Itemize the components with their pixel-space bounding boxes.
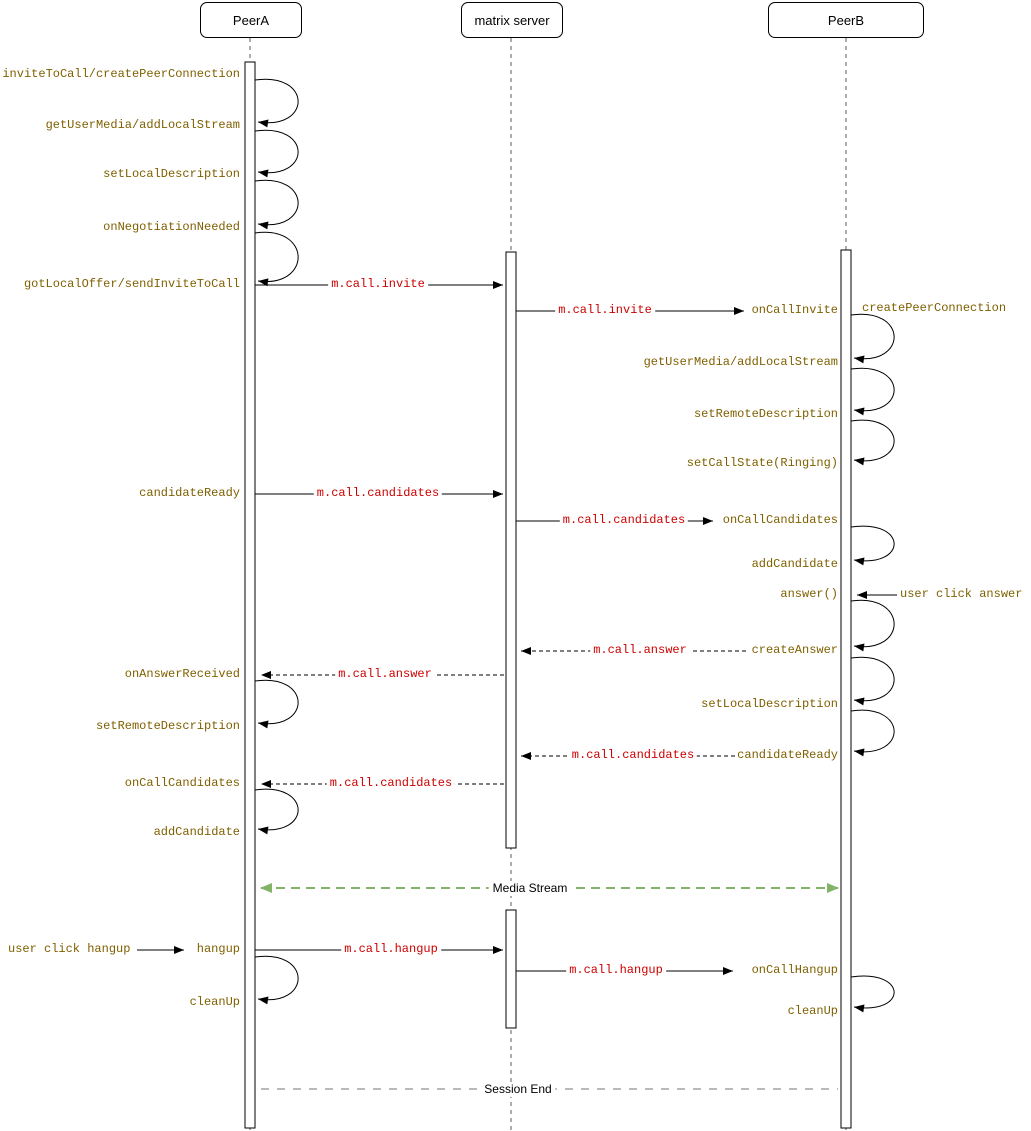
self-arc-peerb-createanswer [850, 656, 895, 706]
peera-step-hangup: hangup [196, 942, 240, 956]
self-arc-peerb-getusermedia [850, 367, 895, 416]
self-arc-peera-hangup [254, 955, 299, 1005]
self-arc-peera-getusermedia [254, 129, 299, 178]
msg-invite-server-peerb: m.call.invite [555, 303, 655, 318]
msg-hangup-server-peerb: m.call.hangup [566, 963, 666, 978]
msg-candidates-peera-server: m.call.candidates [313, 486, 443, 501]
peerb-step-answer: answer() [780, 587, 838, 601]
peera-step-cleanup: cleanUp [189, 995, 240, 1009]
session-end-label: Session End [480, 1082, 556, 1097]
peera-step-onanswerreceived: onAnswerReceived [124, 667, 240, 681]
peerb-step-setremotedescription: setRemoteDescription [693, 407, 838, 421]
peera-step-setremotedescription: setRemoteDescription [95, 719, 240, 733]
peera-step-invitetocall: inviteToCall/createPeerConnection [2, 67, 240, 81]
msg-candidates-server-peerb: m.call.candidates [559, 513, 689, 528]
activation-bar-server-call [505, 251, 517, 849]
participant-peerb: PeerB [768, 2, 924, 38]
self-arc-peerb-createpc [850, 313, 895, 364]
self-arc-peerb-onhangup [850, 975, 895, 1013]
peera-step-oncallcandidates: onCallCandidates [124, 776, 240, 790]
peerb-step-setcallstateringing: setCallState(Ringing) [686, 456, 838, 470]
peera-step-addcandidate: addCandidate [153, 825, 240, 839]
self-arc-peerb-oncandidates [850, 525, 895, 566]
self-arc-peera-onanswer [254, 679, 299, 729]
self-arc-peerb-setlocaldesc [850, 709, 895, 757]
activation-bar-peera [244, 61, 256, 1129]
peerb-step-oncallhangup: onCallHangup [751, 963, 838, 977]
peerb-step-oncallcandidates: onCallCandidates [722, 513, 838, 527]
self-arc-peera-onnegotiation [254, 231, 299, 287]
peerb-step-createpeerconnection: createPeerConnection [862, 301, 1007, 315]
self-arc-peerb-answer [850, 599, 895, 652]
media-stream-label: Media Stream [488, 881, 572, 896]
peerb-step-addcandidate: addCandidate [751, 557, 838, 571]
self-arc-peera-invite [254, 78, 299, 128]
peera-step-candidateready: candidateReady [139, 486, 240, 500]
self-arc-peera-setlocaldesc [254, 179, 299, 230]
msg-answer-peerb-server: m.call.answer [590, 643, 690, 658]
peerb-step-oncallinvite: onCallInvite [751, 303, 838, 317]
participant-peera: PeerA [200, 2, 302, 38]
msg-hangup-peera-server: m.call.hangup [341, 942, 441, 957]
activation-bar-server-hangup [505, 909, 517, 1029]
peerb-step-setlocaldescription: setLocalDescription [701, 697, 838, 711]
peera-step-setlocaldescription: setLocalDescription [103, 167, 240, 181]
msg-answer-server-peera: m.call.answer [335, 667, 435, 682]
msg-invite-peera-server: m.call.invite [328, 277, 428, 292]
peerb-step-createanswer: createAnswer [751, 643, 838, 657]
self-arc-peerb-setremotedesc [850, 419, 895, 466]
participant-peera-label: PeerA [232, 12, 270, 28]
peerb-step-candidateready: candidateReady [737, 748, 838, 762]
msg-candidates-server-peera: m.call.candidates [326, 776, 456, 791]
peera-step-gotlocaloffer: gotLocalOffer/sendInviteToCall [23, 277, 240, 291]
peerb-user-click-answer: user click answer [900, 587, 1023, 601]
peera-step-getusermedia: getUserMedia/addLocalStream [45, 118, 240, 132]
peerb-step-getusermedia: getUserMedia/addLocalStream [643, 355, 838, 369]
peera-user-click-hangup: user click hangup [8, 942, 131, 956]
peera-step-onnegotiationneeded: onNegotiationNeeded [103, 220, 240, 234]
peerb-step-cleanup: cleanUp [787, 1004, 838, 1018]
participant-peerb-label: PeerB [827, 12, 865, 28]
msg-candidates-peerb-server: m.call.candidates [568, 748, 698, 763]
participant-matrix-server: matrix server [461, 2, 563, 38]
activation-bar-peerb [840, 249, 852, 1129]
self-arc-peera-oncandidates [254, 788, 299, 835]
participant-matrix-server-label: matrix server [474, 12, 550, 28]
